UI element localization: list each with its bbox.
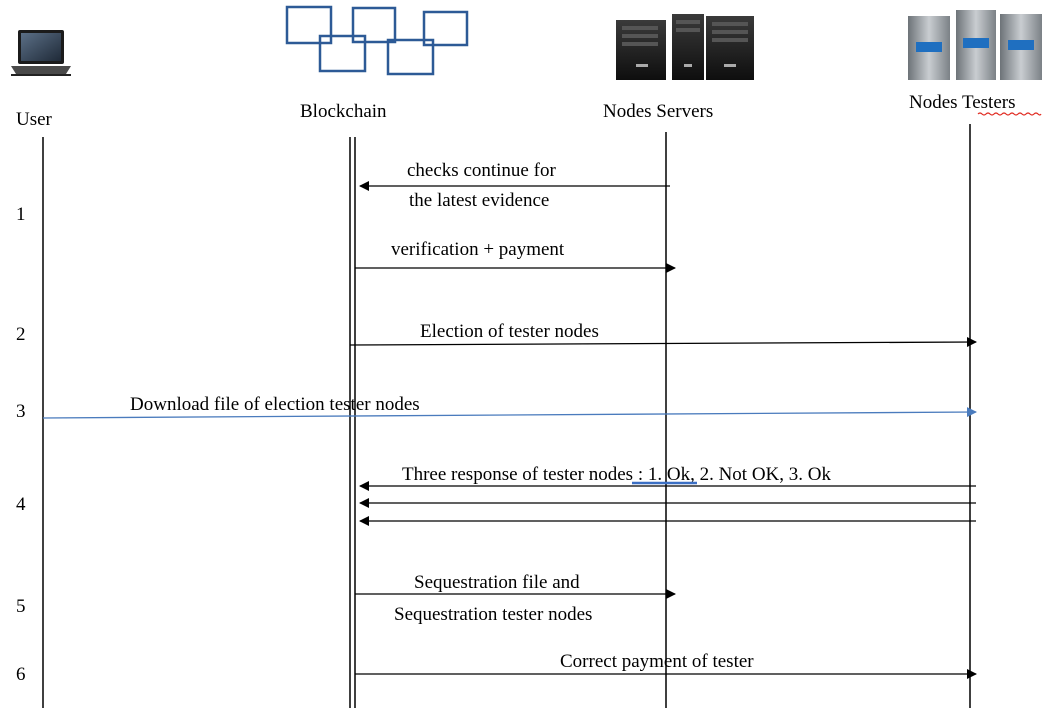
server-rack-icon [616, 14, 754, 80]
blockchain-icon [285, 5, 469, 76]
message-arrow [349, 337, 977, 348]
message-label: verification + payment [391, 239, 565, 260]
message-label: Download file of election tester nodes [130, 394, 420, 415]
download-arrow [42, 407, 977, 419]
step-number: 2 [16, 324, 26, 345]
spellcheck-underline [977, 112, 1042, 116]
step-number: 6 [16, 664, 26, 685]
actor-testers-label: Nodes Testers [909, 92, 1016, 113]
actor-servers-label: Nodes Servers [603, 101, 713, 122]
message-label: Sequestration file and [414, 572, 580, 593]
step-number: 5 [16, 596, 26, 617]
step-number: 1 [16, 204, 26, 225]
server-cabinet-icon [908, 10, 1042, 80]
laptop-icon [11, 30, 71, 76]
actor-blockchain-label: Blockchain [300, 101, 387, 122]
message-label: Correct payment of tester [560, 651, 754, 672]
step-number: 4 [16, 494, 26, 515]
message-label: the latest evidence [409, 190, 549, 211]
message-label: Three response of tester nodes : 1. Ok, … [402, 464, 831, 485]
actor-user-label: User [16, 109, 53, 130]
message-label: Sequestration tester nodes [394, 604, 592, 625]
message-label: checks continue for [407, 160, 556, 181]
message-label: Election of tester nodes [420, 321, 599, 342]
step-number: 3 [16, 401, 26, 422]
